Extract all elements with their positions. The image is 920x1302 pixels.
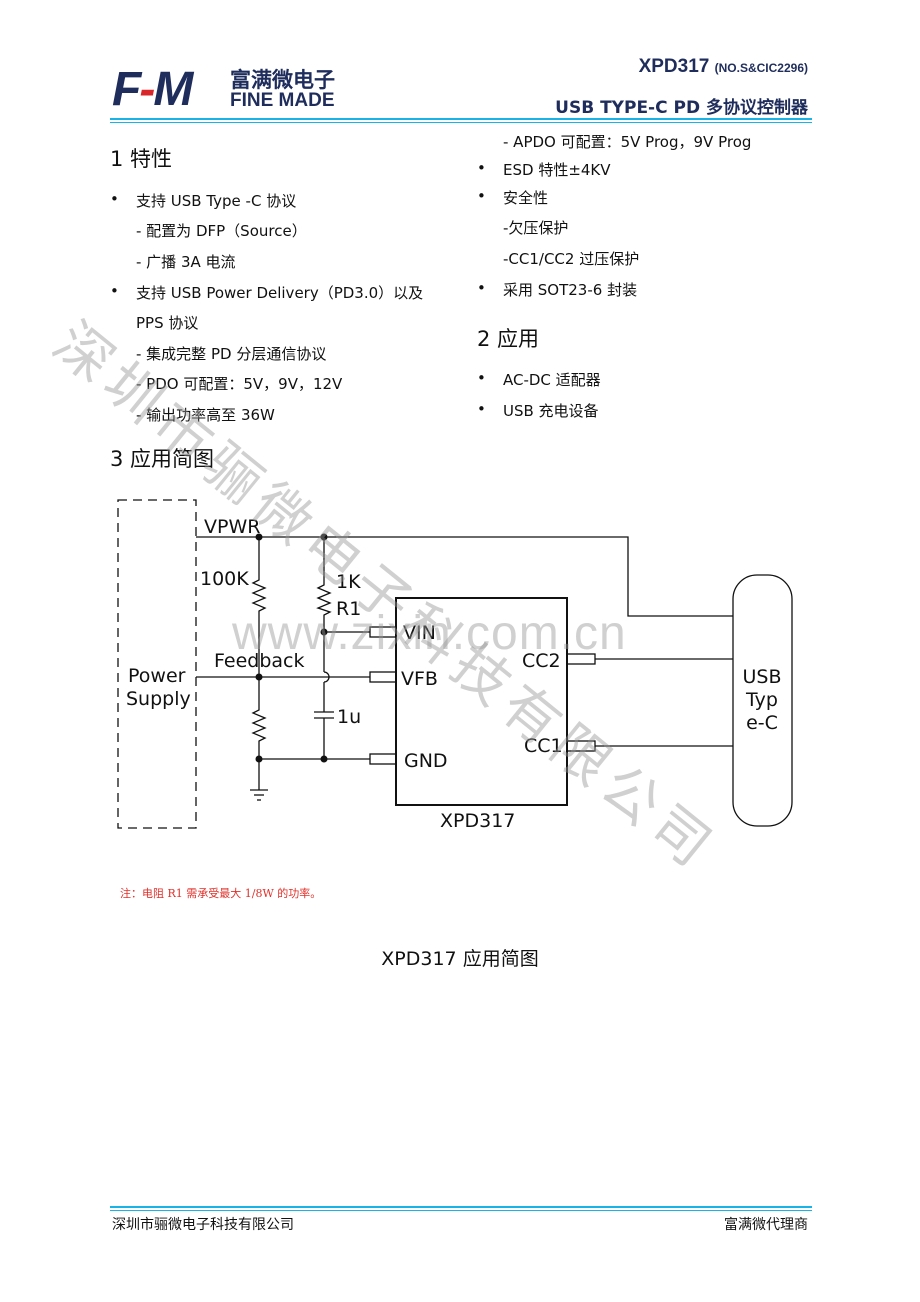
pin-gnd: GND — [404, 750, 448, 772]
chip-label: XPD317 — [440, 810, 515, 832]
label-1k: 1K — [336, 571, 361, 593]
feature-item: - 配置为 DFP（Source） — [136, 222, 307, 240]
feature-item: PPS 协议 — [136, 314, 199, 332]
feature-item: - 输出功率高至 36W — [136, 406, 275, 424]
pin-cc1: CC1 — [524, 735, 563, 757]
part-title: XPD317 (NO.S&CIC2296) — [639, 56, 808, 78]
pin-cc2: CC2 — [522, 650, 561, 672]
part-number: XPD317 — [638, 56, 710, 77]
divider-resistors — [251, 537, 267, 790]
vpwr-wire — [196, 536, 733, 617]
usb-label: USB — [742, 666, 781, 688]
label-100k: 100K — [200, 568, 249, 590]
footer-left: 深圳市骊微电子科技有限公司 — [112, 1217, 294, 1233]
label-vpwr: VPWR — [204, 516, 260, 538]
label-power: Power — [128, 665, 186, 687]
label-feedback: Feedback — [214, 650, 304, 672]
feature-item: -CC1/CC2 过压保护 — [503, 250, 640, 268]
part-code: (NO.S&CIC2296) — [714, 61, 808, 75]
label-r1: R1 — [336, 598, 361, 620]
feature-item: -欠压保护 — [503, 219, 569, 237]
doc-subtitle: USB TYPE-C PD 多协议控制器 — [555, 98, 808, 118]
pin-vin: VIN — [403, 622, 436, 644]
label-supply: Supply — [126, 688, 191, 710]
fm-logo: F-M — [112, 63, 193, 116]
diagram-note: 注：电阻 R1 需承受最大 1/8W 的功率。 — [120, 887, 322, 900]
feature-item: 支持 USB Power Delivery（PD3.0）以及 — [110, 282, 423, 303]
feature-item: - PDO 可配置：5V，9V，12V — [136, 375, 343, 393]
diagram-heading: 3 应用简图 — [110, 447, 215, 471]
application-item: AC-DC 适配器 — [477, 369, 601, 390]
feature-item: 安全性 — [477, 187, 548, 208]
usb-label: Typ — [745, 689, 778, 711]
feature-item: 支持 USB Type -C 协议 — [110, 190, 296, 211]
r1-resistor — [316, 537, 332, 672]
application-item: USB 充电设备 — [477, 400, 598, 421]
usb-label: e-C — [746, 712, 778, 734]
company-name-cn: 富满微电子 — [230, 68, 335, 92]
label-1u: 1u — [337, 706, 361, 728]
application-circuit: VPWR 100K 1K R1 Feedback Power Supply 1u… — [117, 499, 793, 832]
applications-heading: 2 应用 — [477, 327, 540, 351]
diagram-caption: XPD317 应用简图 — [381, 948, 539, 970]
footer-rule — [110, 1206, 812, 1208]
header-rule-thin — [110, 122, 812, 123]
feature-item: - 集成完整 PD 分层通信协议 — [136, 345, 327, 363]
features-heading: 1 特性 — [110, 147, 173, 171]
feature-item: ESD 特性±4KV — [477, 159, 610, 180]
company-name-en: FINE MADE — [230, 90, 335, 111]
feature-item: - 广播 3A 电流 — [136, 253, 236, 271]
header-rule — [110, 118, 812, 120]
footer-right: 富满微代理商 — [724, 1217, 808, 1233]
power-supply-box — [117, 499, 197, 829]
feature-item: - APDO 可配置：5V Prog，9V Prog — [503, 133, 752, 151]
footer-rule-thin — [110, 1210, 812, 1211]
feature-item: 采用 SOT23-6 封装 — [477, 279, 637, 300]
pin-vfb: VFB — [401, 668, 438, 690]
xpd317-chip — [395, 597, 568, 806]
usb-typec-connector — [732, 574, 793, 827]
